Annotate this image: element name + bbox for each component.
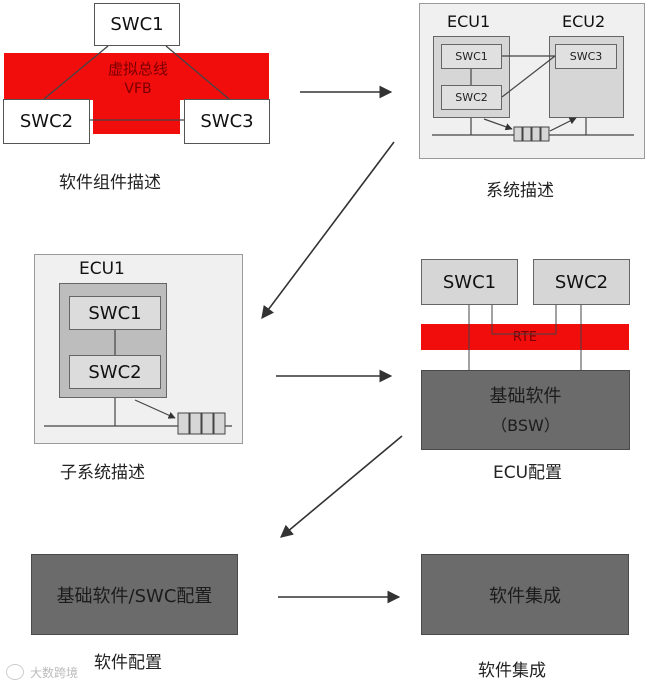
swc1-ecu-box: SWC1 [421, 259, 518, 305]
system-internals [432, 55, 634, 136]
swc2-ecu-box: SWC2 [533, 259, 630, 305]
caption-software-component-description: 软件组件描述 [59, 173, 161, 193]
swc2-sub-box: SWC2 [69, 355, 161, 389]
swc3-box: SWC3 [184, 99, 270, 144]
caption-software-integration: 软件集成 [478, 661, 546, 681]
ecu1-title: ECU1 [447, 12, 491, 31]
swc1-mini-box: SWC1 [441, 44, 502, 69]
bsw-swc-config-box: 基础软件/SWC配置 [31, 554, 238, 635]
caption-subsystem-description: 子系统描述 [60, 463, 145, 483]
watermark: 大数跨境 [30, 666, 79, 680]
system-queue [513, 126, 550, 142]
vfb-bar-top [4, 53, 269, 100]
swc2-mini-box: SWC2 [441, 85, 502, 110]
vfb-bar-bottom [93, 98, 180, 134]
vfb-label-cn: 虚拟总线 [107, 59, 168, 78]
rte-label: RTE [512, 329, 538, 345]
caption-ecu-configuration: ECU配置 [493, 463, 563, 483]
swc3-mini-box: SWC3 [555, 44, 617, 69]
bsw-label-cn: 基础软件 [489, 386, 562, 407]
caption-software-configuration: 软件配置 [94, 653, 162, 673]
bsw-box [421, 370, 630, 450]
ecu1-title-sub: ECU1 [79, 259, 125, 279]
ecu2-title: ECU2 [562, 12, 606, 31]
watermark-logo-icon [6, 664, 24, 680]
vfb-label-en: VFB [124, 81, 152, 97]
caption-system-description: 系统描述 [486, 181, 554, 201]
arrow-2-to-3 [261, 141, 395, 320]
software-integration-box: 软件集成 [421, 554, 629, 635]
arrow-4-to-5 [280, 435, 403, 538]
swc1-box: SWC1 [94, 3, 180, 46]
subsystem-internals [44, 330, 232, 427]
swc-connections [43, 45, 230, 121]
swc1-sub-box: SWC1 [69, 296, 161, 330]
swc2-box: SWC2 [3, 99, 90, 144]
rte-bar [421, 324, 629, 350]
subsystem-queue [177, 412, 226, 435]
flow-arrows [261, 85, 403, 604]
bsw-label-en: （BSW） [491, 416, 560, 435]
ecu-config-internals [468, 305, 582, 370]
